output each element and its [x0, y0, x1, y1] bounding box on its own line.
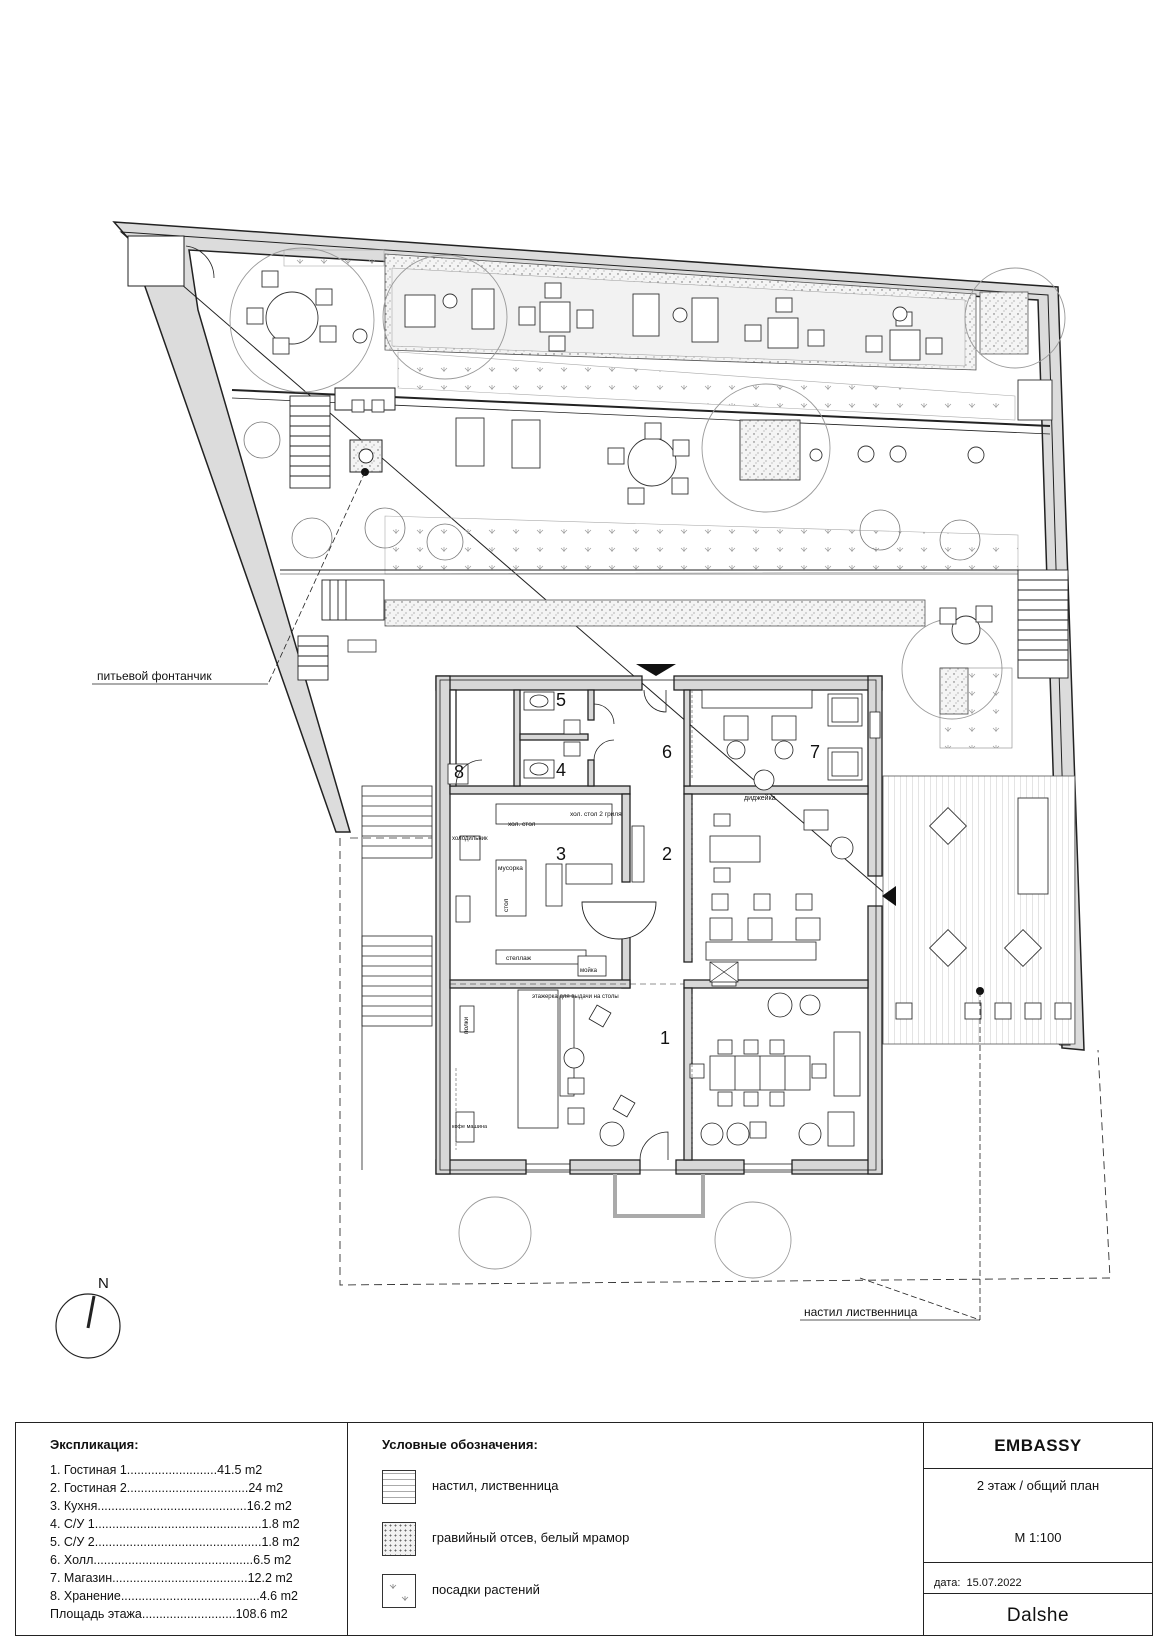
stairs-top-left	[289, 395, 331, 489]
legend-item: гравийный отсев, белый мрамор	[382, 1522, 923, 1574]
room-name: 4. С/У 1................................…	[50, 1517, 262, 1531]
callout-fountain: питьевой фонтанчик	[97, 669, 212, 683]
room-name: 2. Гостиная 2...........................…	[50, 1481, 249, 1495]
explication-row: 6. Холл.................................…	[50, 1551, 347, 1569]
room-area: 1.8 m2	[261, 1517, 300, 1531]
room-name: 7. Магазин..............................…	[50, 1571, 248, 1585]
room-area: 16.2 m2	[246, 1499, 292, 1513]
project-name: EMBASSY	[924, 1423, 1152, 1469]
explication-row: 7. Магазин..............................…	[50, 1569, 347, 1587]
title-block: Экспликация: 1. Гостиная 1..............…	[15, 1422, 1153, 1636]
explication-row: 5. С/У 2................................…	[50, 1533, 347, 1551]
north-label: N	[98, 1275, 109, 1292]
label-coffee: кофе машина	[452, 1124, 488, 1130]
room-area: 41.5 m2	[217, 1463, 263, 1477]
scale-label: М 1:100	[924, 1523, 1152, 1563]
info-panel: EMBASSY 2 этаж / общий план М 1:100 дата…	[924, 1423, 1152, 1635]
floor-plan: 1 2 3 4 5 6 7 8 диджейка хол. стол хол. …	[55, 221, 1111, 1359]
legend-swatch-gravel	[382, 1522, 416, 1556]
plant-strip-middle	[384, 515, 1019, 575]
room-area: 1.8 m2	[261, 1535, 300, 1549]
date-row: дата: 15.07.2022	[924, 1563, 1152, 1593]
label-cold-table-grill: хол. стол 2 гриля	[570, 811, 622, 818]
room-number-3: 3	[556, 844, 566, 864]
label-sink: мойка	[580, 967, 598, 974]
legend-swatch-lines	[382, 1470, 416, 1504]
explication-title: Экспликация:	[50, 1437, 139, 1452]
legend-label: посадки растений	[432, 1582, 540, 1597]
room-number-1: 1	[660, 1028, 670, 1048]
label-dj: диджейка	[744, 794, 776, 802]
legend-item: посадки растений	[382, 1574, 923, 1626]
gravel-strip-lower	[384, 599, 926, 627]
room-name: 3. Кухня................................…	[50, 1499, 247, 1513]
room-area: 6.5 m2	[253, 1553, 292, 1567]
stairs-right	[1017, 569, 1069, 679]
label-display: этажерка для выдачи на столы	[532, 994, 619, 1000]
brand-logo: Dalshe	[924, 1593, 1152, 1637]
building-walls	[435, 675, 883, 1175]
label-trash: мусорка	[498, 865, 523, 872]
plant-strip-upper	[397, 351, 1016, 421]
room-list: 1. Гостиная 1..........................4…	[50, 1461, 347, 1623]
explication-row: 3. Кухня................................…	[50, 1497, 347, 1515]
room-area: 108.6 m2	[235, 1607, 288, 1621]
legend-label: настил, лиственница	[432, 1478, 559, 1493]
label-rack: стеллаж	[506, 955, 532, 962]
room-number-6: 6	[662, 742, 672, 762]
legend-item: настил, лиственница	[382, 1470, 923, 1522]
room-name: 1. Гостиная 1..........................	[50, 1463, 218, 1477]
label-shelves: полки	[463, 1016, 470, 1034]
stairs-entry-left	[361, 785, 433, 1027]
date-value: 15.07.2022	[966, 1577, 1022, 1589]
legend-list: настил, лиственница гравийный отсев, белы…	[382, 1470, 923, 1626]
room-number-7: 7	[810, 742, 820, 762]
explication-row: 8. Хранение.............................…	[50, 1587, 347, 1605]
room-name: 6. Холл.................................…	[50, 1553, 254, 1567]
legend-panel: Условные обозначения: настил, лиственниц…	[348, 1423, 924, 1635]
room-number-8: 8	[454, 762, 464, 782]
sheet-name: 2 этаж / общий план	[976, 1478, 1100, 1493]
legend-title: Условные обозначения:	[382, 1437, 538, 1452]
explication-panel: Экспликация: 1. Гостиная 1..............…	[16, 1423, 348, 1635]
legend-swatch-plants	[382, 1574, 416, 1608]
label-cold-table: хол. стол	[508, 821, 536, 828]
label-table: стол	[503, 898, 510, 912]
north-arrow-icon	[55, 1293, 121, 1359]
label-fridge: холодильник	[452, 836, 488, 842]
room-area: 12.2 m2	[247, 1571, 293, 1585]
explication-row: 4. С/У 1................................…	[50, 1515, 347, 1533]
callout-decking: настил лиственница	[804, 1305, 918, 1319]
room-name: Площадь этажа...........................	[50, 1607, 236, 1621]
room-name: 5. С/У 2................................…	[50, 1535, 262, 1549]
date-label: дата:	[934, 1577, 961, 1589]
explication-row: Площадь этажа...........................…	[50, 1605, 347, 1623]
room-number-5: 5	[556, 690, 566, 710]
room-area: 4.6 m2	[259, 1589, 298, 1603]
explication-row: 2. Гостиная 2...........................…	[50, 1479, 347, 1497]
room-area: 24 m2	[248, 1481, 284, 1495]
room-name: 8. Хранение.............................…	[50, 1589, 260, 1603]
terrace-furniture-middle	[455, 379, 1053, 505]
explication-row: 1. Гостиная 1..........................4…	[50, 1461, 347, 1479]
room-number-2: 2	[662, 844, 672, 864]
legend-label: гравийный отсев, белый мрамор	[432, 1530, 630, 1545]
terrace-furniture-top	[246, 270, 943, 413]
room-number-4: 4	[556, 760, 566, 780]
